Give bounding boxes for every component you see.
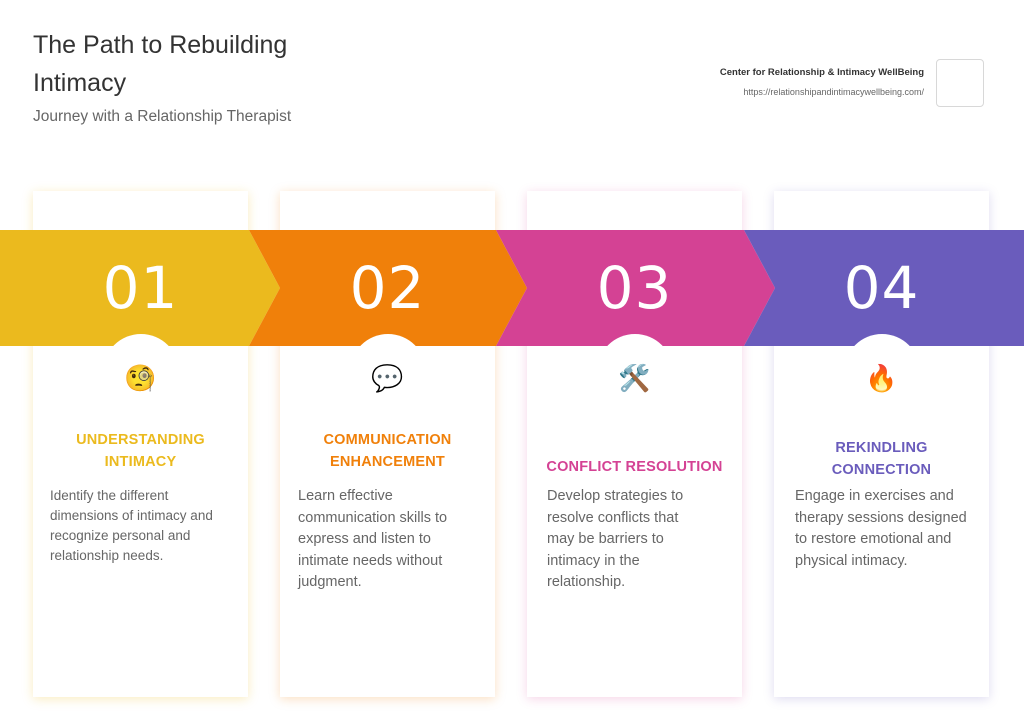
step-heading-3: CONFLICT RESOLUTION [546, 459, 723, 475]
ribbon-segment-2 [249, 230, 527, 346]
face-with-monocle-icon: 🧐 [124, 363, 157, 393]
logo-placeholder [936, 59, 984, 107]
ribbon-segment-1 [0, 230, 280, 346]
step-description-2: Learn effective communication skills to … [298, 488, 448, 590]
step-description-3: Develop strategies to resolve conflicts … [547, 488, 684, 590]
organization-name: Center for Relationship & Intimacy WellB… [719, 67, 924, 78]
step-number-3: 03 [596, 254, 673, 322]
fire-icon: 🔥 [865, 363, 898, 393]
organization-url[interactable]: https://relationshipandintimacywellbeing… [743, 87, 924, 97]
page-title: The Path to Rebuilding Intimacy [33, 31, 288, 97]
ribbon-segment-3 [496, 230, 775, 346]
step-heading-1: UNDERSTANDING INTIMACY [76, 432, 205, 470]
speech-bubble-icon: 💬 [371, 363, 404, 393]
step-heading-4: REKINDLING CONNECTION [831, 440, 932, 478]
step-description-4: Engage in exercises and therapy sessions… [795, 488, 967, 569]
step-number-2: 02 [349, 254, 426, 322]
ribbon-segment-4 [744, 230, 1024, 346]
hammer-and-wrench-icon: 🛠️ [618, 363, 651, 393]
page-subtitle: Journey with a Relationship Therapist [33, 108, 292, 125]
step-number-4: 04 [843, 254, 920, 322]
step-description-1: Identify the different dimensions of int… [50, 488, 213, 563]
step-number-1: 01 [102, 254, 179, 322]
step-heading-2: COMMUNICATION ENHANCEMENT [323, 432, 452, 470]
progress-ribbon [0, 230, 1024, 346]
